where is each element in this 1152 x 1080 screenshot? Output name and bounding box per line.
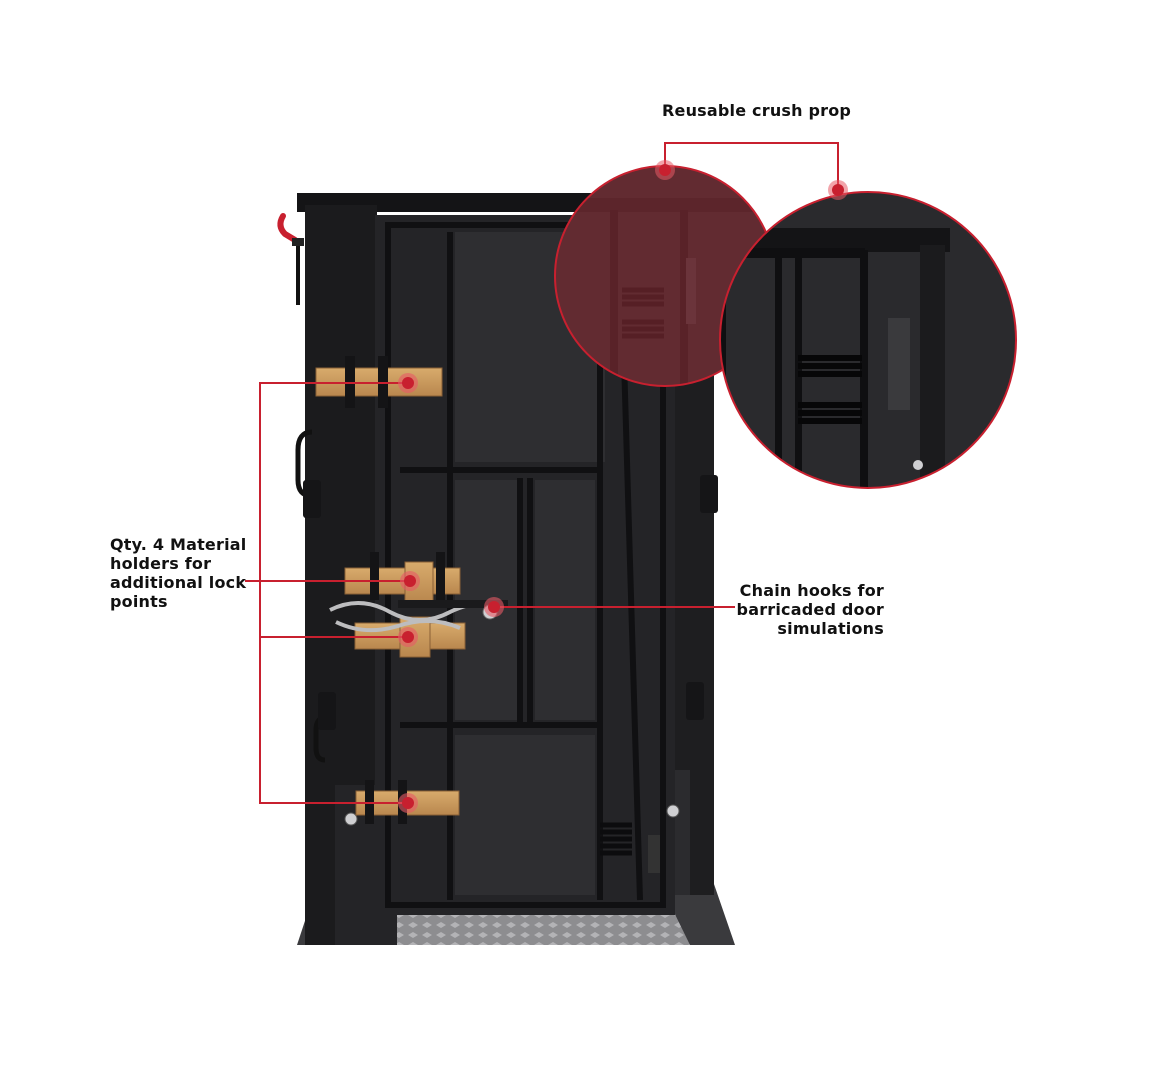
bottom-springs <box>600 822 632 856</box>
chain-hooks-label: Chain hooks for barricaded door simulati… <box>700 581 884 638</box>
crush-prop-label: Reusable crush prop <box>662 101 862 120</box>
chain-hooks-label-line: simulations <box>777 619 884 638</box>
material-holders-label-line: additional lock <box>110 573 247 592</box>
material-holder-2 <box>344 552 461 603</box>
crush-prop-label-line: Reusable crush prop <box>662 101 852 120</box>
red-clamp-icon <box>277 213 304 305</box>
chain-hooks-label-line: Chain hooks for <box>739 581 884 600</box>
crush-prop-leader <box>664 142 839 190</box>
material-holders-label-line: points <box>110 592 168 611</box>
chain-hooks-label-line: barricaded door <box>736 600 884 619</box>
material-holders-leader <box>259 382 408 804</box>
leader-lines <box>245 142 839 804</box>
material-holders-label-line: holders for <box>110 554 212 573</box>
door-prop-unit <box>277 193 735 945</box>
marker-dots <box>398 160 848 813</box>
material-holders-label-line: Qty. 4 Material <box>110 535 247 554</box>
material-holders-label: Qty. 4 Material holders for additional l… <box>110 535 260 611</box>
crush-prop-zoom-inset <box>719 191 1017 489</box>
